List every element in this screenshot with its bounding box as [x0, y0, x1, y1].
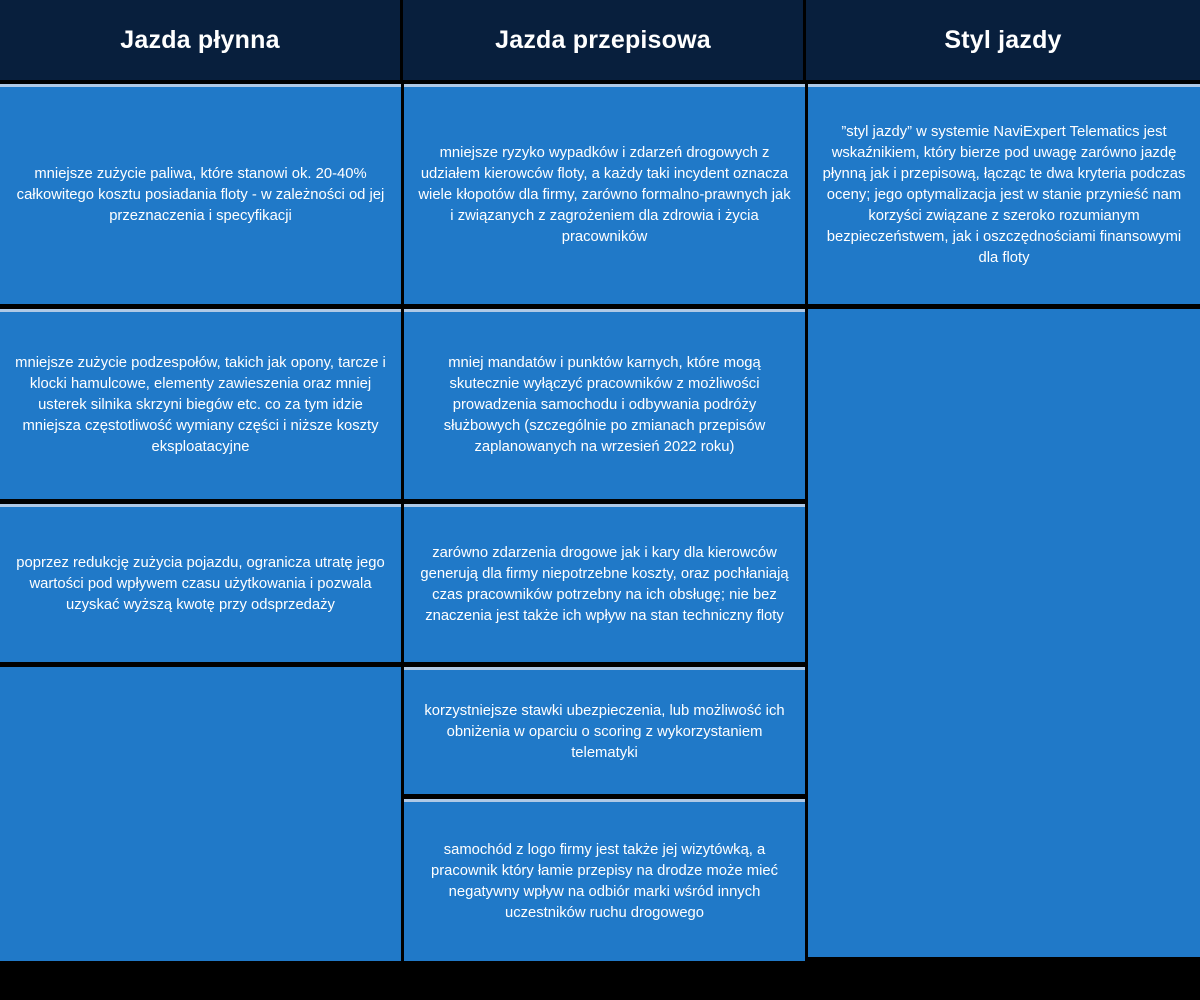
column-header-label: Jazda płynna: [120, 25, 280, 54]
table-header-row: Jazda płynna Jazda przepisowa Styl jazdy: [0, 0, 1200, 80]
cell-text: samochód z logo firmy jest także jej wiz…: [430, 841, 779, 921]
table-cell-empty: [808, 309, 1200, 957]
column-header-jazda-przepisowa: Jazda przepisowa: [403, 0, 803, 80]
cell-text: poprzez redukcję zużycia pojazdu, ograni…: [16, 555, 385, 613]
table-cell: poprzez redukcję zużycia pojazdu, ograni…: [0, 504, 401, 662]
table-cell: korzystniejsze stawki ubezpieczenia, lub…: [404, 667, 805, 794]
table-cell: mniejsze ryzyko wypadków i zdarzeń drogo…: [404, 84, 805, 304]
cell-text: korzystniejsze stawki ubezpieczenia, lub…: [424, 702, 785, 761]
table-cell: ”styl jazdy” w systemie NaviExpert Telem…: [808, 84, 1200, 304]
table-cell: samochód z logo firmy jest także jej wiz…: [404, 799, 805, 961]
cell-text: mniejsze zużycie paliwa, które stanowi o…: [16, 166, 385, 224]
cell-text: mniej mandatów i punktów karnych, które …: [443, 355, 766, 455]
table-column-jazda-plynna: mniejsze zużycie paliwa, które stanowi o…: [0, 84, 401, 966]
column-header-jazda-plynna: Jazda płynna: [0, 0, 400, 80]
table-cell-empty: [0, 667, 401, 961]
table-cell: mniejsze zużycie paliwa, które stanowi o…: [0, 84, 401, 304]
column-header-styl-jazdy: Styl jazdy: [806, 0, 1200, 80]
table-cell: mniejsze zużycie podzespołów, takich jak…: [0, 309, 401, 499]
cell-text: ”styl jazdy” w systemie NaviExpert Telem…: [822, 124, 1186, 266]
table-cell: zarówno zdarzenia drogowe jak i kary dla…: [404, 504, 805, 662]
column-header-label: Styl jazdy: [944, 25, 1062, 54]
table-column-styl-jazdy: ”styl jazdy” w systemie NaviExpert Telem…: [808, 84, 1200, 962]
cell-text: mniejsze ryzyko wypadków i zdarzeń drogo…: [418, 145, 791, 245]
table-cell: mniej mandatów i punktów karnych, które …: [404, 309, 805, 499]
cell-text: mniejsze zużycie podzespołów, takich jak…: [15, 355, 386, 455]
column-header-label: Jazda przepisowa: [495, 25, 711, 54]
table-column-jazda-przepisowa: mniejsze ryzyko wypadków i zdarzeń drogo…: [404, 84, 805, 966]
cell-text: zarówno zdarzenia drogowe jak i kary dla…: [420, 544, 789, 624]
